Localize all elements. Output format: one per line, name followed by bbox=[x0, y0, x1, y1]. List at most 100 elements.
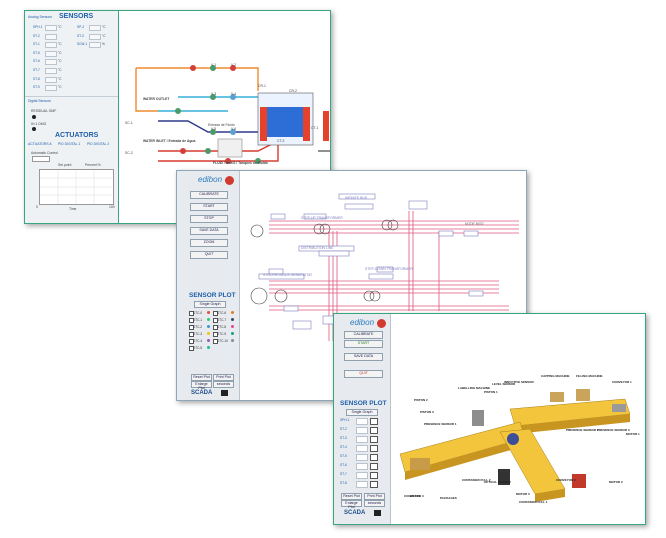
legend-color-icon bbox=[231, 332, 234, 335]
sensor-value-field bbox=[89, 42, 101, 49]
legend-label: ST-5 bbox=[340, 454, 347, 458]
legend-checkbox[interactable] bbox=[189, 311, 194, 316]
legend-value-field bbox=[356, 454, 368, 461]
plant-label: PRESENCE SENSOR 2 bbox=[566, 428, 599, 432]
sensor-unit: °C bbox=[58, 50, 62, 55]
analog-sensors-tab[interactable]: Analog Sensors bbox=[28, 15, 52, 19]
plant-label: MOTOR 3 bbox=[516, 492, 530, 496]
legend-checkbox[interactable] bbox=[370, 472, 378, 479]
quit-button[interactable]: QUIT bbox=[344, 370, 383, 378]
plant-label: PRESENCE SENSOR 1 bbox=[424, 422, 457, 426]
save-data-button[interactable]: SAVE DATA bbox=[344, 353, 383, 361]
legend-label: STC-10 bbox=[217, 338, 228, 343]
legend-checkbox[interactable] bbox=[370, 445, 378, 452]
legend-checkbox[interactable] bbox=[189, 325, 194, 330]
legend-color-icon bbox=[207, 311, 210, 314]
sensor-name: ST-1 bbox=[33, 42, 40, 47]
zoom-button[interactable]: ZOOM bbox=[190, 239, 228, 247]
save-data-button[interactable]: SAVE DATA bbox=[190, 227, 228, 235]
plant-label: LABELLING MACHINE bbox=[458, 386, 490, 390]
plot-grid bbox=[40, 170, 113, 204]
seconds-select[interactable]: seconds bbox=[213, 381, 234, 388]
hot-inlet-label: Entrada de Fluido bbox=[208, 123, 235, 127]
graph-mode-select[interactable]: Single Graph bbox=[346, 409, 378, 416]
sensor-unit: % bbox=[102, 42, 105, 47]
calibrate-button[interactable]: CALIBRATE bbox=[190, 191, 228, 199]
scada-logo: SCADA bbox=[191, 390, 213, 396]
stop-button[interactable]: STOP bbox=[190, 215, 228, 223]
legend-checkbox[interactable] bbox=[213, 318, 218, 323]
enlarge-plot-button[interactable]: Enlarge Plot bbox=[341, 500, 362, 509]
legend-value-field bbox=[356, 472, 368, 479]
sensor-name: ST-6 bbox=[33, 59, 40, 64]
valve-label-5: V-5 bbox=[211, 127, 217, 131]
tab-actuators[interactable]: ACTUATORS A bbox=[28, 142, 52, 146]
legend-checkbox[interactable] bbox=[213, 311, 218, 316]
legend-checkbox[interactable] bbox=[189, 339, 194, 344]
quit-button[interactable]: QUIT bbox=[190, 251, 228, 259]
legend-checkbox[interactable] bbox=[370, 436, 378, 443]
legend-checkbox[interactable] bbox=[213, 339, 218, 344]
legend-checkbox[interactable] bbox=[370, 427, 378, 434]
start-button[interactable]: START bbox=[190, 203, 228, 211]
x-tick-0: 0 bbox=[36, 205, 38, 209]
legend-color-icon bbox=[231, 339, 234, 342]
bottling-plant-diagram bbox=[399, 389, 631, 502]
device-icon bbox=[221, 390, 228, 396]
enlarge-plot-button[interactable]: Enlarge Plot bbox=[191, 381, 212, 390]
sensor-name: SPH-1 bbox=[33, 25, 43, 29]
sc-label-2: SC-2 bbox=[125, 151, 133, 155]
tab-pid-digital-2[interactable]: PID DIGITAL 2 bbox=[87, 142, 110, 146]
legend-label: STC-0 bbox=[193, 310, 203, 315]
legend-checkbox[interactable] bbox=[370, 481, 378, 488]
legend-label: STC-6 bbox=[217, 310, 227, 315]
sensor-name: ST-8 bbox=[33, 76, 40, 81]
legend-label: ST-8 bbox=[340, 481, 347, 485]
sensors-title: SENSORS bbox=[59, 13, 94, 20]
window-bottling-plant: edibon CALIBRATE START SAVE DATA QUIT SE… bbox=[333, 313, 646, 525]
seconds-select[interactable]: seconds bbox=[364, 500, 385, 507]
legend-color-icon bbox=[207, 339, 210, 342]
legend-label: SPH-1 bbox=[340, 418, 350, 422]
sensor-name: ST-9 bbox=[33, 85, 40, 90]
legend-label: ST-2 bbox=[340, 427, 347, 431]
graph-mode-select[interactable]: Single Graph bbox=[194, 301, 226, 308]
sensor-value-field bbox=[89, 25, 101, 31]
plant-label: PISTON 2 bbox=[414, 398, 428, 402]
sensor-unit: °C bbox=[58, 68, 62, 72]
legend-label: STC-5 bbox=[193, 345, 203, 350]
plant-label: PACKAGES bbox=[440, 496, 457, 500]
legend-checkbox[interactable] bbox=[370, 454, 378, 461]
digital-sensors-tab[interactable]: Digital Sensors bbox=[28, 99, 51, 103]
sensor-name: ST-2 bbox=[33, 33, 40, 38]
sc-label-1: SC-1 bbox=[125, 121, 133, 125]
print-plot-button[interactable]: Print Plot bbox=[364, 493, 385, 500]
fluid-tanks-label: FLUID TANKS / Tanques de Fluido bbox=[213, 161, 268, 165]
sensor-name: ST-7 bbox=[33, 68, 40, 72]
digital-item-1: RESIDUAL GMF bbox=[31, 109, 57, 113]
tab-pid-digital-1[interactable]: PID DIGITAL 1 bbox=[58, 142, 81, 146]
legend-checkbox[interactable] bbox=[189, 332, 194, 337]
reset-plot-button[interactable]: Reset Plot bbox=[191, 374, 212, 381]
reset-plot-button[interactable]: Reset Plot bbox=[341, 493, 362, 500]
valve-label-6: V-6 bbox=[231, 127, 237, 131]
plot-col-setpoint: Set point bbox=[58, 163, 72, 167]
legend-checkbox[interactable] bbox=[213, 332, 218, 337]
digital-item-2: IH-1 DMG bbox=[31, 122, 47, 126]
plant-label: FILLING MACHINE bbox=[576, 374, 603, 378]
legend-checkbox[interactable] bbox=[213, 325, 218, 330]
automatic-control-input[interactable] bbox=[32, 156, 50, 162]
print-plot-button[interactable]: Print Plot bbox=[213, 374, 234, 381]
legend-color-icon bbox=[231, 318, 234, 321]
legend-checkbox[interactable] bbox=[189, 346, 194, 351]
plant-label: CONVEYOR 2 bbox=[556, 478, 576, 482]
legend-checkbox[interactable] bbox=[370, 463, 378, 470]
calibrate-button[interactable]: CALIBRATE bbox=[344, 331, 383, 339]
sensor-value-field bbox=[45, 33, 57, 40]
tank-label-3: CT-1 bbox=[311, 126, 319, 130]
start-button[interactable]: START bbox=[344, 340, 383, 348]
legend-checkbox[interactable] bbox=[370, 418, 378, 425]
sensor-value-field bbox=[45, 76, 57, 83]
legend-checkbox[interactable] bbox=[189, 318, 194, 323]
sensor-unit: °C bbox=[102, 33, 106, 38]
